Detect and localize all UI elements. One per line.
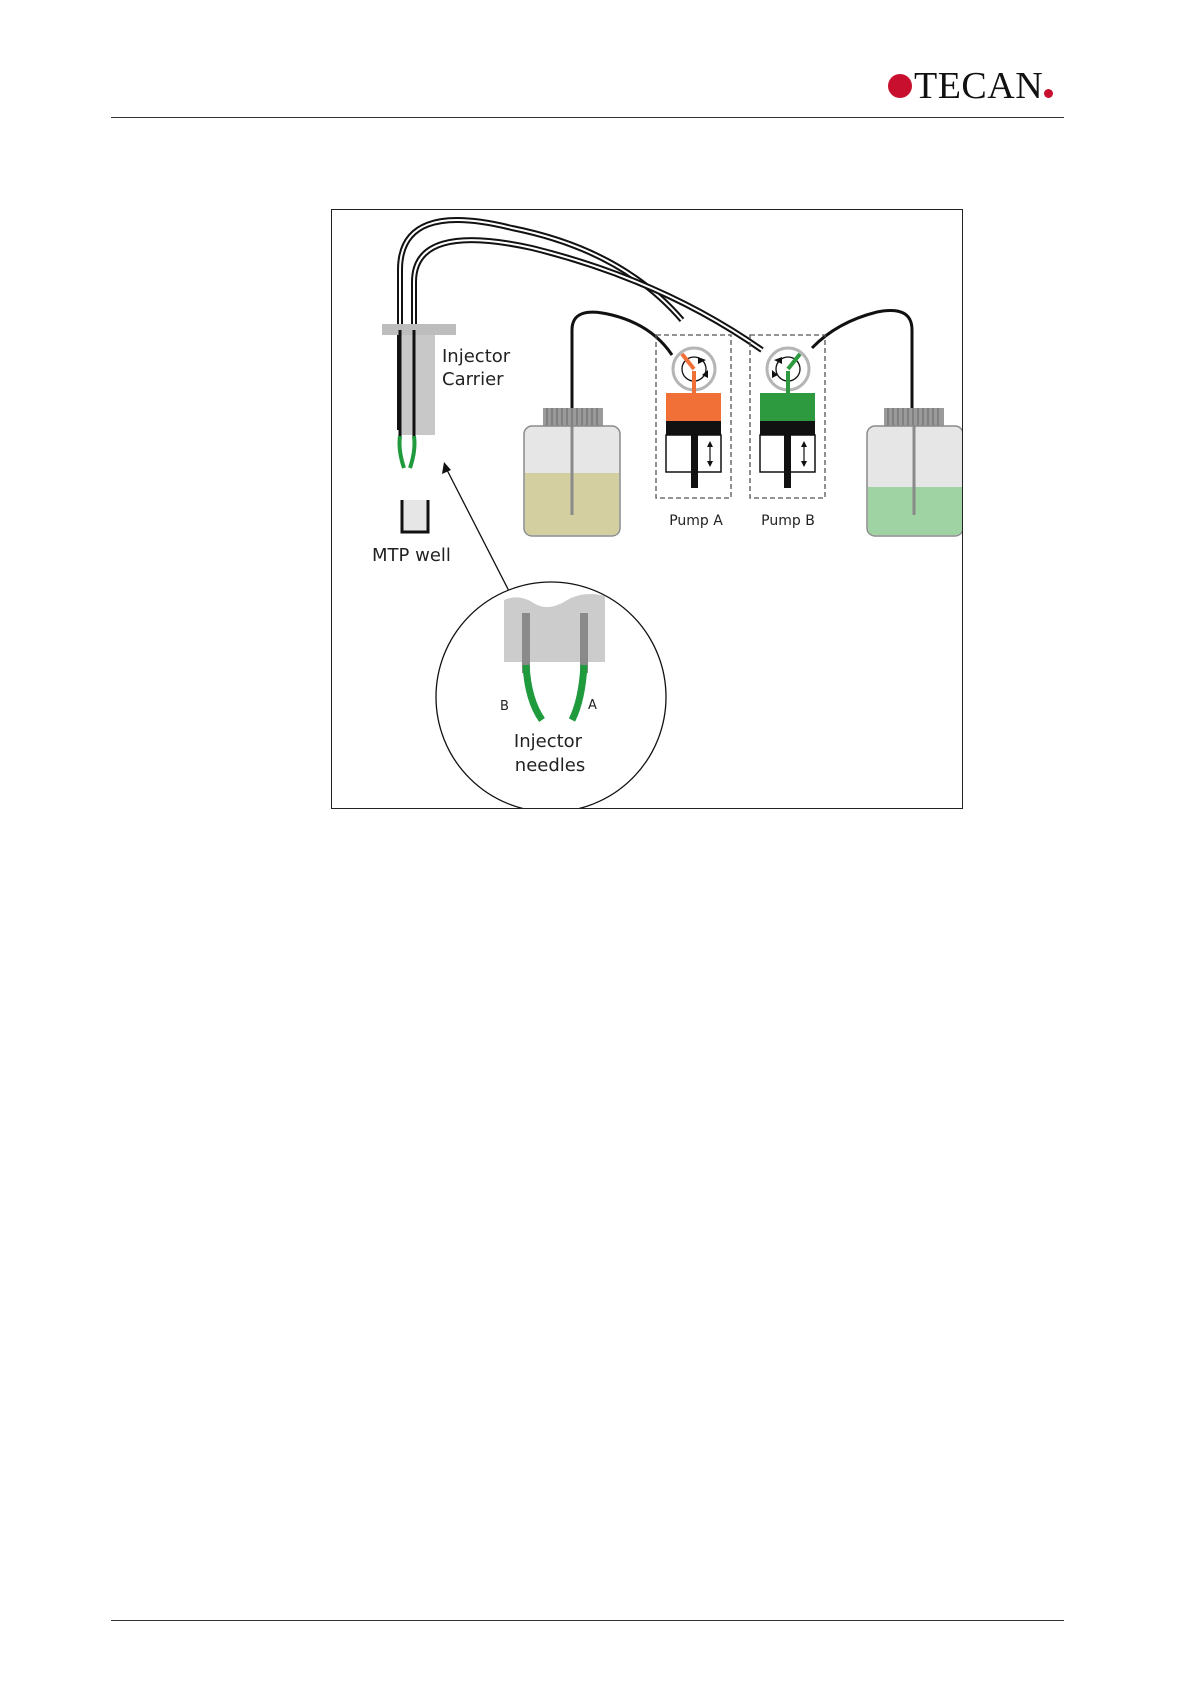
injector-system-diagram: Injector Carrier MTP well B A Injector n… bbox=[332, 210, 963, 809]
header-rule bbox=[111, 117, 1064, 118]
pump-b bbox=[750, 335, 825, 498]
logo-red-dot bbox=[888, 74, 912, 98]
label-injector-carrier-2: Carrier bbox=[442, 369, 504, 390]
reagent-bottle-b bbox=[867, 408, 963, 536]
logo-red-period bbox=[1044, 89, 1053, 98]
carrier-needle-a bbox=[410, 436, 415, 468]
label-pump-a: Pump A bbox=[669, 513, 723, 529]
tecan-logo: TECAN bbox=[888, 66, 1053, 106]
label-pump-b: Pump B bbox=[761, 513, 815, 529]
label-injector-needles-1: Injector bbox=[514, 731, 583, 752]
mtp-well bbox=[402, 500, 428, 532]
tube-bottle-a-to-pump-a bbox=[572, 312, 672, 415]
label-injector-carrier-1: Injector bbox=[442, 346, 511, 367]
logo-text: TECAN bbox=[914, 66, 1043, 106]
carrier-top-plate bbox=[382, 324, 456, 335]
label-injector-needles-2: needles bbox=[515, 755, 585, 776]
pump-a bbox=[656, 335, 731, 498]
label-mtp-well: MTP well bbox=[372, 545, 451, 566]
carrier-body bbox=[401, 335, 435, 435]
label-needle-a: A bbox=[588, 698, 597, 713]
carrier-needle-b bbox=[400, 436, 405, 468]
footer-rule bbox=[111, 1620, 1064, 1621]
label-needle-b: B bbox=[500, 699, 509, 714]
reagent-bottle-a bbox=[524, 408, 620, 536]
injector-system-figure: Injector Carrier MTP well B A Injector n… bbox=[331, 209, 963, 809]
tube-bottle-b-to-pump-b bbox=[812, 310, 912, 415]
zoom-arrow bbox=[446, 468, 511, 595]
